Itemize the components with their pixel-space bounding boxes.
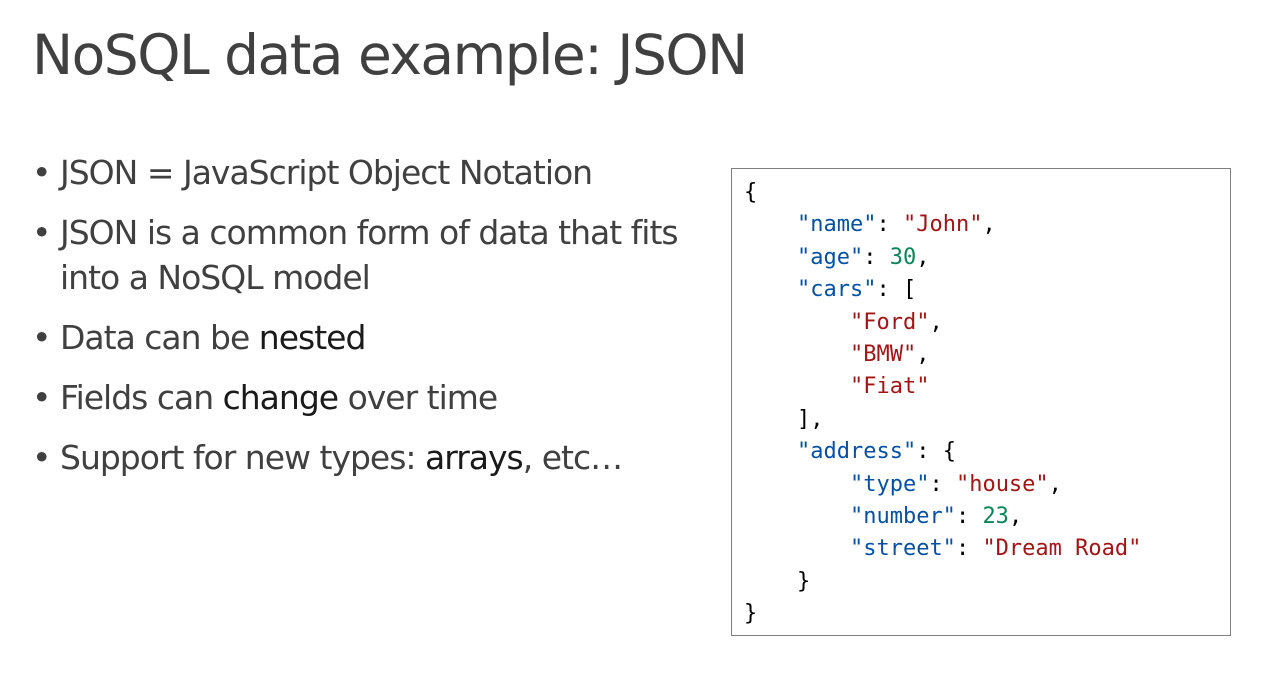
code-token-pun: :	[863, 244, 890, 270]
bullet-text: over time	[338, 378, 499, 417]
code-token-key: "type"	[849, 471, 930, 497]
code-token-pun: ,	[1008, 504, 1023, 530]
code-token-pun: ,	[982, 212, 996, 238]
bullet-item: •Fields can change over time	[32, 375, 682, 420]
bullet-item: •JSON is a common form of data that fits…	[32, 210, 682, 300]
bullet-text: , etc…	[522, 438, 623, 477]
code-token-pun: }	[796, 568, 811, 594]
bullet-list: •JSON = JavaScript Object Notation•JSON …	[32, 150, 682, 495]
bullet-item: •JSON = JavaScript Object Notation	[32, 150, 682, 195]
code-token-key: "age"	[796, 244, 864, 270]
bullet-dot: •	[32, 438, 51, 477]
code-token-num: 23	[982, 504, 1009, 530]
code-token-str: "John"	[902, 212, 983, 238]
code-token-str: "Fiat"	[849, 374, 930, 400]
code-token-pun: ,	[916, 342, 930, 368]
code-token-pun: : [	[876, 277, 917, 303]
code-line: "street": "Dream Road"	[744, 536, 1141, 561]
code-line: "BMW",	[744, 342, 929, 367]
code-token-pun: :	[929, 471, 956, 497]
code-token-pun: }	[744, 601, 758, 627]
code-token-key: "address"	[796, 439, 917, 465]
code-line: }	[744, 601, 757, 626]
code-line: "age": 30,	[744, 245, 929, 270]
code-token-pun: :	[876, 212, 903, 238]
json-code-block: { "name": "John", "age": 30, "cars": [ "…	[744, 177, 1141, 631]
bullet-emphasis-text: arrays	[425, 438, 524, 477]
code-line: "address": {	[744, 439, 956, 464]
code-token-key: "name"	[796, 212, 877, 238]
code-token-key: "street"	[849, 536, 956, 562]
code-token-pun: ,	[916, 244, 930, 270]
code-token-pun: :	[955, 504, 983, 530]
json-code-box: { "name": "John", "age": 30, "cars": [ "…	[731, 168, 1231, 636]
bullet-item: •Support for new types: arrays, etc…	[32, 435, 682, 480]
bullet-text: Fields can	[60, 378, 223, 417]
code-line: "cars": [	[744, 277, 916, 302]
code-line: "Fiat"	[744, 374, 929, 399]
bullet-dot: •	[32, 153, 51, 192]
code-token-num: 30	[889, 244, 917, 270]
code-token-pun: :	[955, 536, 983, 562]
code-token-str: "BMW"	[849, 342, 917, 368]
code-line: {	[744, 180, 757, 205]
bullet-dot: •	[32, 213, 51, 252]
bullet-dot: •	[32, 318, 51, 357]
bullet-dot: •	[32, 378, 51, 417]
code-token-str: "Dream Road"	[982, 536, 1142, 562]
bullet-text: Support for new types:	[60, 438, 426, 477]
code-line: "number": 23,	[744, 504, 1022, 529]
bullet-emphasis-text: change	[222, 378, 339, 417]
code-token-pun: ],	[796, 406, 824, 432]
code-line: "name": "John",	[744, 212, 996, 237]
slide-title: NoSQL data example: JSON	[32, 23, 748, 87]
code-token-pun: ,	[929, 309, 943, 335]
code-line: }	[744, 569, 810, 594]
bullet-item: •Data can be nested	[32, 315, 682, 360]
code-token-pun: ,	[1048, 471, 1062, 497]
code-line: "type": "house",	[744, 472, 1062, 497]
code-line: ],	[744, 406, 824, 432]
bullet-emphasis-text: nested	[258, 318, 367, 357]
bullet-text: Data can be	[60, 318, 259, 357]
code-token-key: "number"	[849, 504, 956, 530]
bullet-text: JSON is a common form of data that fits …	[60, 213, 679, 297]
code-token-key: "cars"	[796, 277, 877, 303]
code-token-str: "house"	[955, 471, 1049, 497]
code-token-pun: : {	[916, 439, 956, 465]
code-token-str: "Ford"	[849, 309, 930, 335]
bullet-text: JSON = JavaScript Object Notation	[60, 153, 593, 192]
code-line: "Ford",	[744, 310, 943, 335]
code-token-pun: {	[744, 180, 758, 205]
